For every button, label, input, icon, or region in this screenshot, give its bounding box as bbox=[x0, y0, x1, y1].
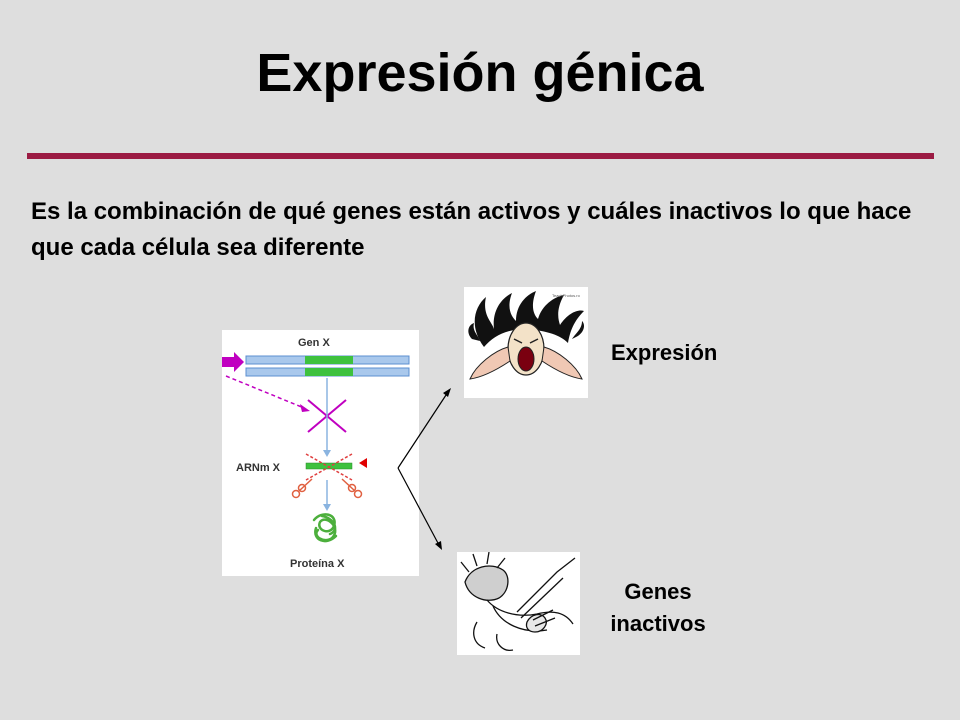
mrna-label: ARNm X bbox=[236, 462, 281, 474]
gene-segment-bottom bbox=[305, 368, 353, 376]
mrna-strand bbox=[305, 462, 353, 470]
eyes-icon bbox=[513, 338, 539, 344]
screaming-face-image: TeachPhotos.ro bbox=[464, 287, 588, 398]
red-marker-icon bbox=[359, 458, 367, 468]
diagram-graphic: Gen X ARNm X bbox=[222, 337, 410, 570]
inactive-figure-image bbox=[457, 551, 580, 655]
arrow-to-expression bbox=[397, 391, 449, 469]
dashed-path-arrowhead-icon bbox=[300, 404, 310, 412]
flow-arrowhead-icon bbox=[323, 450, 331, 457]
hands-icon bbox=[469, 346, 583, 380]
gene-segment-top bbox=[305, 356, 353, 364]
gene-label: Gen X bbox=[298, 337, 330, 349]
slide-title: Expresión génica bbox=[256, 43, 704, 103]
body-text: Es la combinación de qué genes están act… bbox=[31, 198, 912, 261]
arrow-to-inactive bbox=[397, 467, 440, 546]
protein-icon bbox=[312, 513, 338, 543]
gene-silencing-diagram: Gen X ARNm X bbox=[222, 330, 419, 576]
protein-label: Proteína X bbox=[290, 558, 345, 570]
label-inactive-genes: Genes inactivos bbox=[610, 579, 706, 636]
arrowhead-up-icon bbox=[443, 388, 451, 397]
flow-arrowhead-lower-icon bbox=[323, 504, 331, 511]
scissors-left-icon bbox=[291, 478, 313, 499]
silencing-arrow-icon bbox=[222, 352, 244, 372]
open-mouth-icon bbox=[517, 346, 535, 372]
dashed-path bbox=[225, 375, 305, 409]
title-divider bbox=[27, 153, 934, 159]
bound-figure-icon bbox=[460, 551, 576, 651]
mrna-cut-b bbox=[305, 453, 353, 481]
wild-hair-icon bbox=[468, 291, 584, 347]
scissors-right-icon bbox=[341, 478, 363, 499]
arrowhead-down-icon bbox=[435, 541, 442, 550]
label-expression: Expresión bbox=[611, 340, 718, 365]
branch-connector bbox=[397, 388, 451, 550]
image-signature: TeachPhotos.ro bbox=[552, 293, 581, 298]
